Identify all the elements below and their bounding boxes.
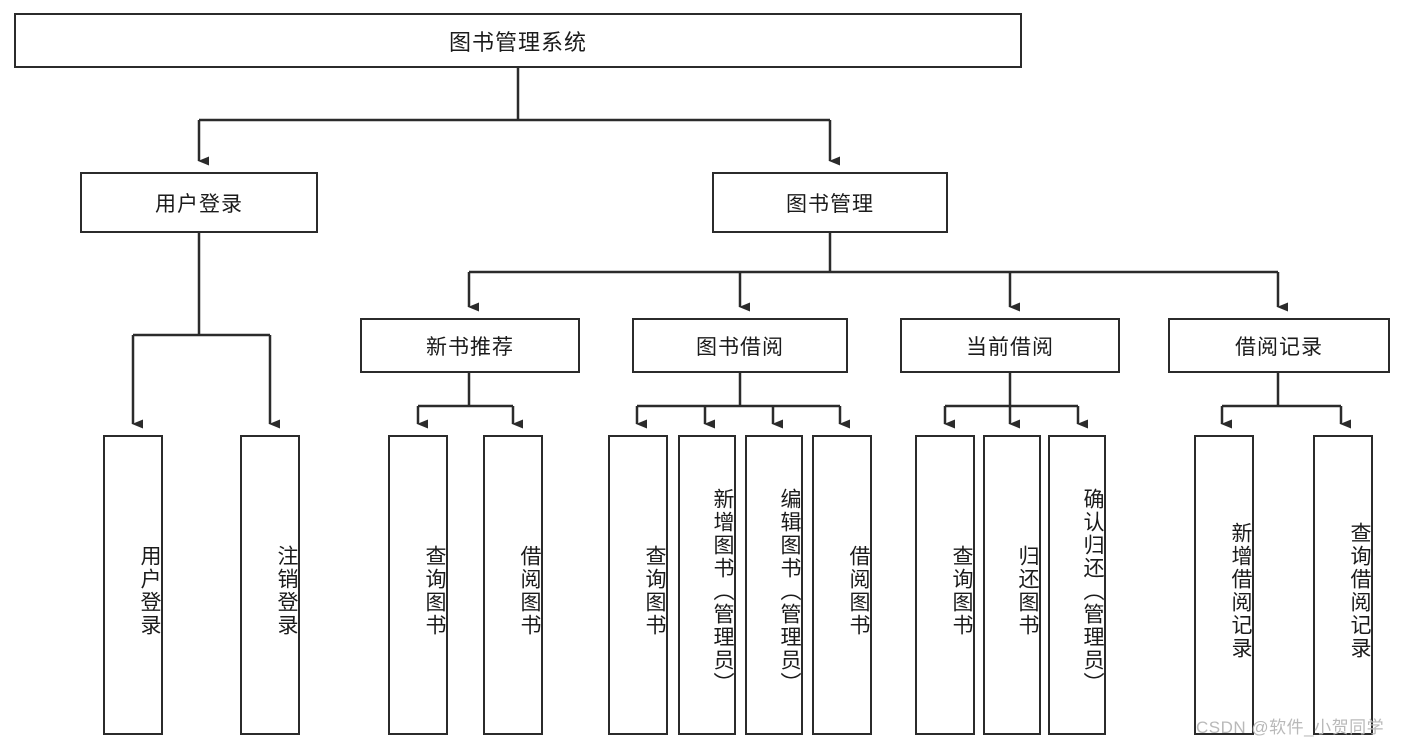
leaf-record-add-borrow-record[interactable]: 新增借阅记录 (1194, 435, 1254, 735)
node-new-book-recommend[interactable]: 新书推荐 (360, 318, 580, 373)
node-label: 归还图书 (1016, 545, 1039, 637)
leaf-current-return-book[interactable]: 归还图书 (983, 435, 1041, 735)
leaf-logout[interactable]: 注销登录 (240, 435, 300, 735)
leaf-recommend-query-book[interactable]: 查询图书 (388, 435, 448, 735)
node-label: 编辑图书（管理员） (778, 487, 801, 695)
node-current-borrow[interactable]: 当前借阅 (900, 318, 1120, 373)
leaf-current-confirm-return-admin[interactable]: 确认归还（管理员） (1048, 435, 1106, 735)
node-label: 用户登录 (155, 192, 243, 216)
node-label: 图书管理 (786, 192, 874, 216)
leaf-borrow-query-book[interactable]: 查询图书 (608, 435, 668, 735)
node-label: 借阅图书 (518, 545, 541, 637)
node-label: 查询图书 (643, 545, 666, 637)
leaf-current-query-book[interactable]: 查询图书 (915, 435, 975, 735)
node-label: 当前借阅 (966, 335, 1054, 359)
leaf-borrow-borrow-book[interactable]: 借阅图书 (812, 435, 872, 735)
node-label: 查询图书 (950, 545, 973, 637)
leaf-borrow-edit-book-admin[interactable]: 编辑图书（管理员） (745, 435, 803, 735)
node-label: 查询借阅记录 (1348, 522, 1371, 660)
leaf-user-login[interactable]: 用户登录 (103, 435, 163, 735)
csdn-watermark: CSDN @软件_小贺同学 (1196, 718, 1385, 737)
node-book-borrow[interactable]: 图书借阅 (632, 318, 848, 373)
node-label: 新增图书（管理员） (711, 487, 734, 695)
node-label: 新书推荐 (426, 335, 514, 359)
node-label: 用户登录 (138, 545, 161, 637)
node-book-management[interactable]: 图书管理 (712, 172, 948, 233)
node-label: 图书借阅 (696, 335, 784, 359)
node-label: 查询图书 (423, 545, 446, 637)
node-user-login[interactable]: 用户登录 (80, 172, 318, 233)
node-label: 借阅图书 (847, 545, 870, 637)
node-label: 借阅记录 (1235, 335, 1323, 359)
leaf-record-query-borrow-record[interactable]: 查询借阅记录 (1313, 435, 1373, 735)
node-label: 注销登录 (275, 545, 298, 637)
node-borrow-record[interactable]: 借阅记录 (1168, 318, 1390, 373)
leaf-borrow-add-book-admin[interactable]: 新增图书（管理员） (678, 435, 736, 735)
node-label: 确认归还（管理员） (1081, 487, 1104, 695)
node-label: 图书管理系统 (448, 29, 587, 55)
node-label: 新增借阅记录 (1229, 522, 1252, 660)
leaf-recommend-borrow-book[interactable]: 借阅图书 (483, 435, 543, 735)
node-book-management-system[interactable]: 图书管理系统 (14, 13, 1022, 68)
